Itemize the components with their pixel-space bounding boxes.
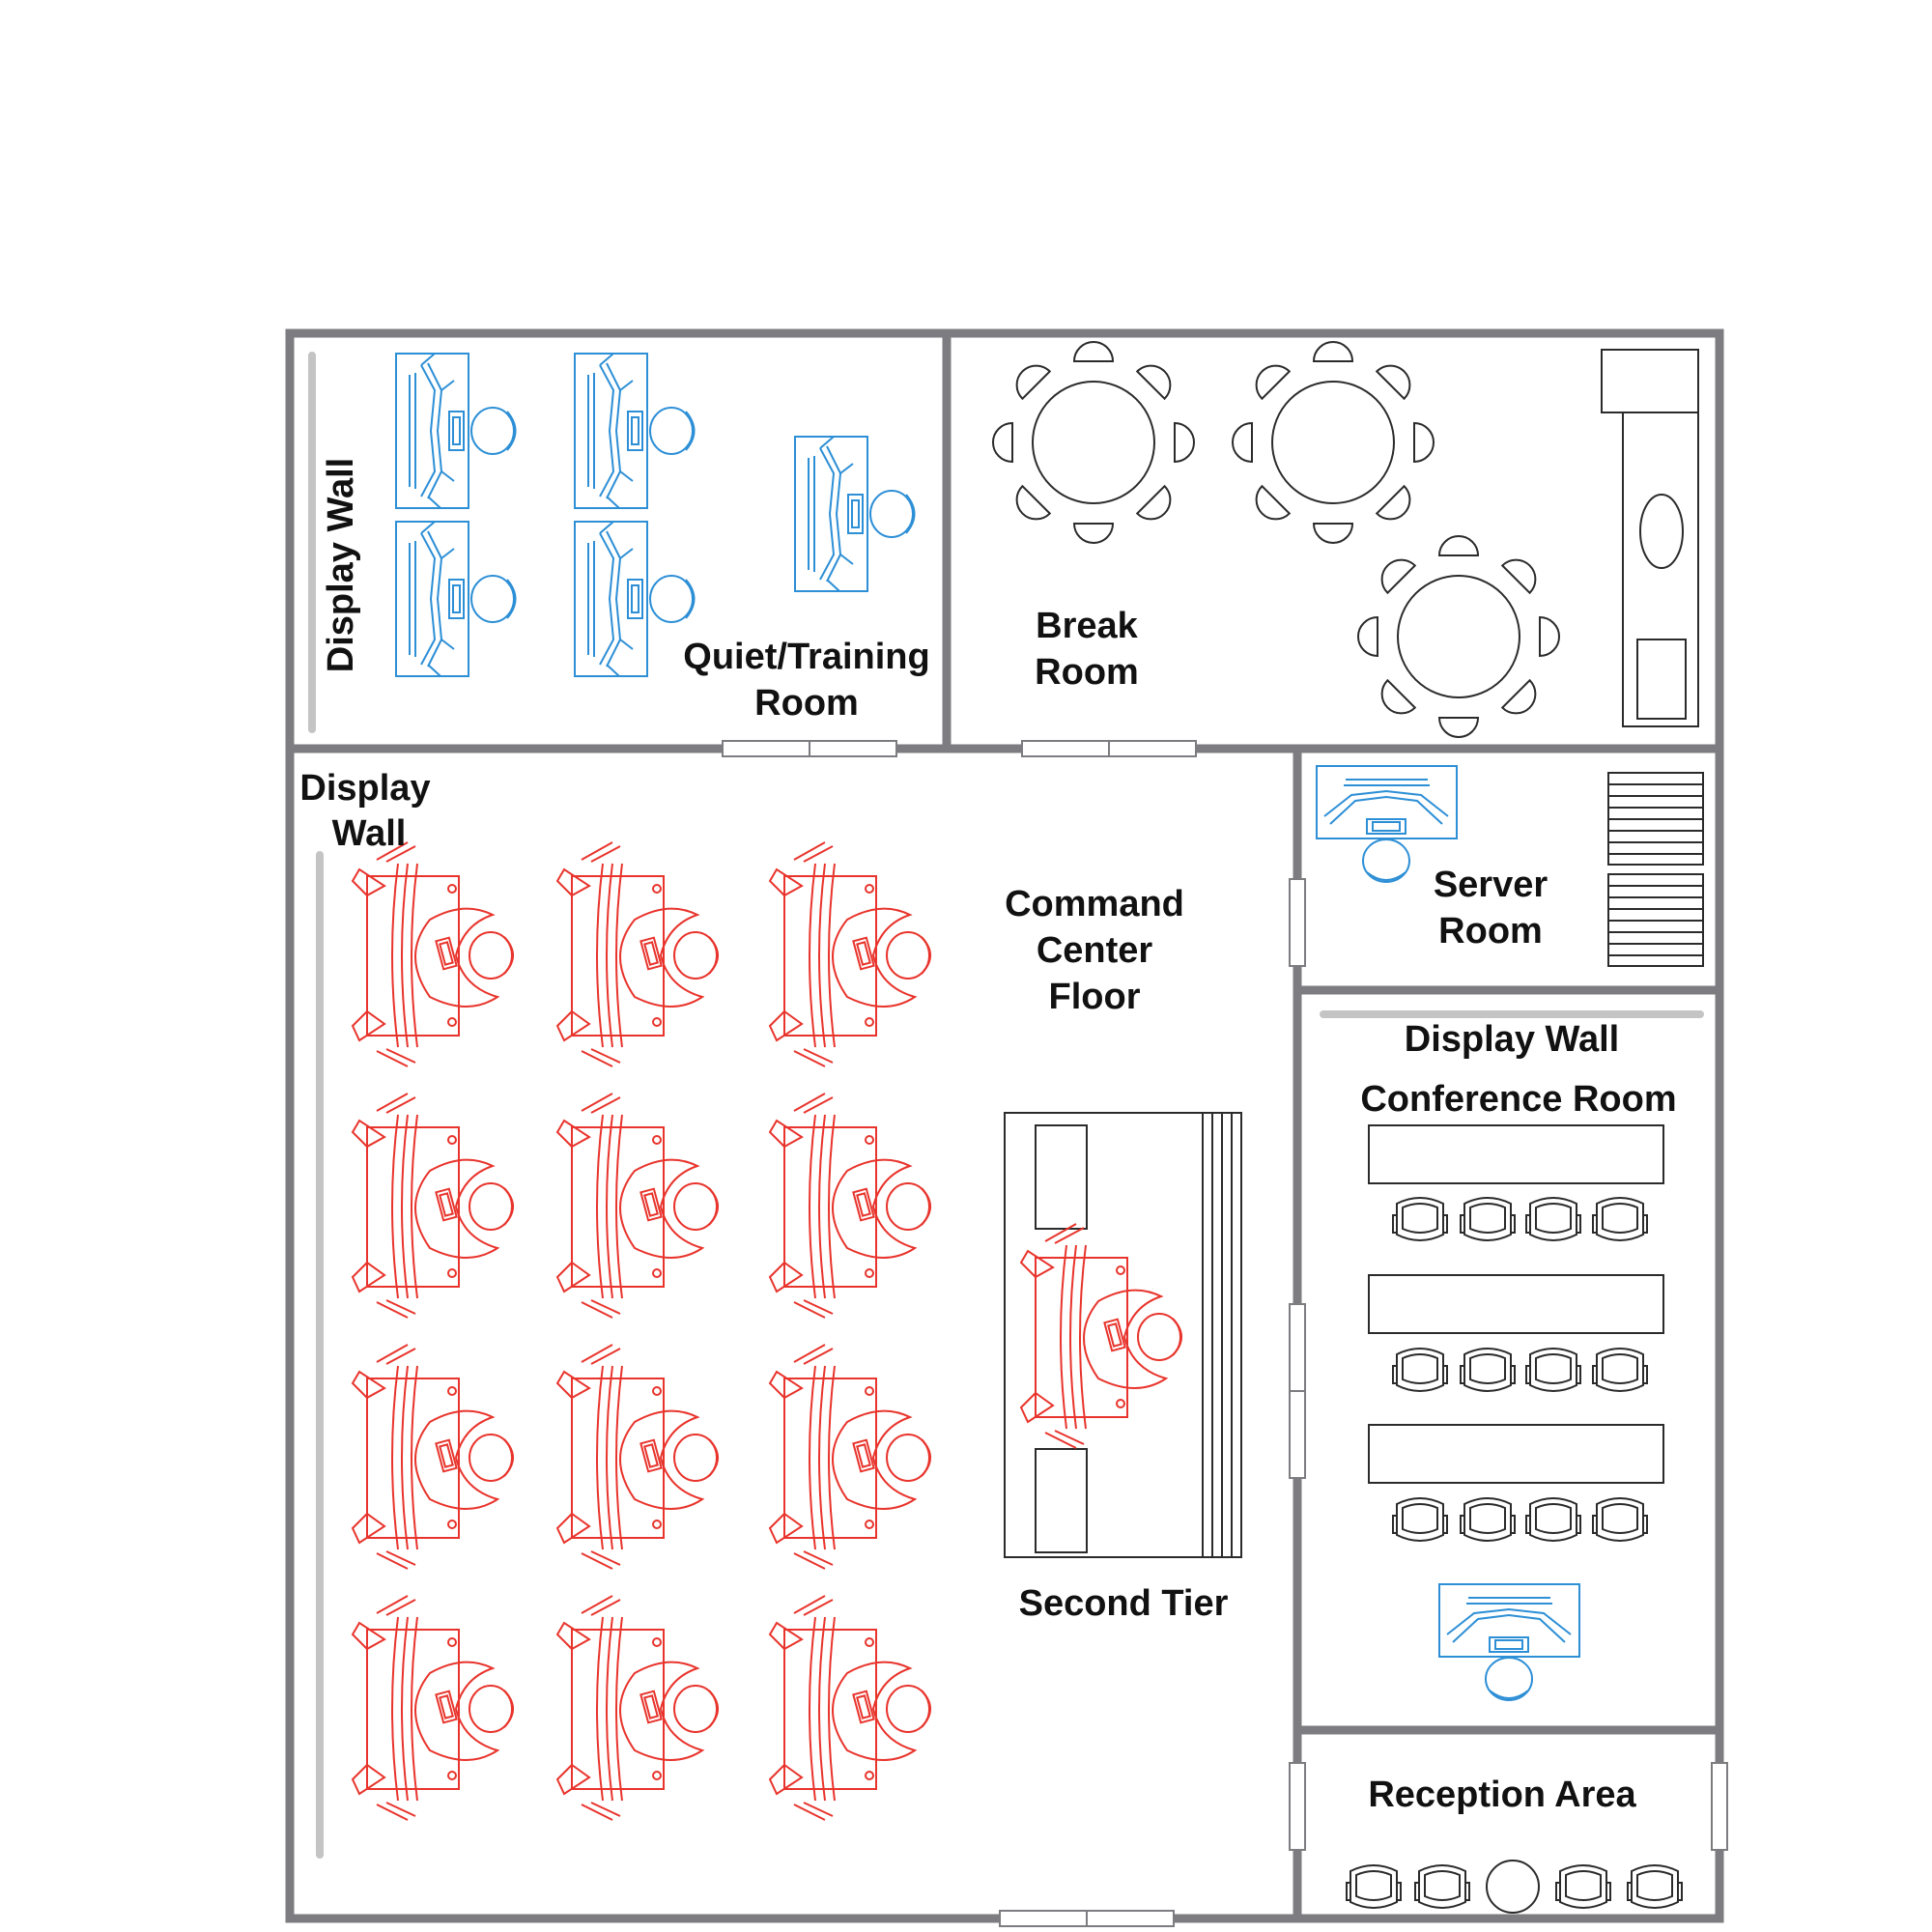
round-table (992, 341, 1195, 544)
command-center-label-line1: Command (1005, 884, 1184, 924)
chair (1525, 1197, 1581, 1241)
chair (1592, 1497, 1648, 1542)
room-labels: Display Wall Quiet/Training Room Break R… (299, 458, 1676, 1815)
chair (1460, 1348, 1516, 1392)
support-desk (395, 353, 517, 509)
operator-console (556, 1093, 719, 1319)
side-table (1486, 1860, 1540, 1914)
break-room-furniture (992, 341, 1699, 738)
supervisor-console (1020, 1223, 1182, 1449)
display-wall-command-label-line1: Display (299, 768, 430, 809)
chair (1525, 1497, 1581, 1542)
quiet-training-room-label-line1: Quiet/Training (683, 637, 929, 677)
chair (1460, 1197, 1516, 1241)
chair (1592, 1348, 1648, 1392)
door-training[interactable] (722, 740, 897, 757)
chair (1592, 1197, 1648, 1241)
conference-furniture (1368, 1124, 1664, 1701)
break-room-label-line2: Room (1035, 652, 1139, 693)
chair (1392, 1497, 1448, 1542)
server-rack (1607, 873, 1704, 967)
doors (722, 740, 1728, 1927)
operator-console (556, 1344, 719, 1570)
reception-area-label: Reception Area (1368, 1775, 1636, 1815)
chair (1414, 1864, 1470, 1909)
operator-console (352, 1344, 514, 1570)
chair (1627, 1864, 1683, 1909)
kitchen-counter (1601, 349, 1699, 727)
display-wall-conference-label: Display Wall (1405, 1019, 1619, 1060)
chair (1346, 1864, 1402, 1909)
operator-console (769, 1344, 931, 1570)
operator-workstations (352, 841, 931, 1821)
command-center-label-line2: Center (1037, 930, 1153, 971)
operator-console (769, 1595, 931, 1821)
chair (1460, 1497, 1516, 1542)
quiet-training-room-label-line2: Room (754, 683, 859, 724)
command-center-label-line3: Floor (1049, 977, 1141, 1017)
server-rack (1607, 772, 1704, 866)
door-conference-room[interactable] (1289, 1303, 1306, 1479)
server-room-label-line2: Room (1438, 911, 1543, 952)
break-room-label-line1: Break (1036, 606, 1138, 646)
sink (1639, 494, 1684, 569)
support-desk (574, 521, 696, 677)
training-workstations (395, 353, 916, 677)
server-room-equipment (1316, 765, 1704, 967)
support-desk (794, 436, 916, 592)
chair (1392, 1348, 1448, 1392)
door-break-room[interactable] (1021, 740, 1197, 757)
round-table (1357, 535, 1560, 738)
conference-table (1368, 1124, 1664, 1184)
second-tier-platform (1004, 1112, 1242, 1558)
chair (1555, 1864, 1611, 1909)
support-desk (1438, 1583, 1580, 1701)
second-tier-label: Second Tier (1019, 1583, 1229, 1624)
conference-room-label: Conference Room (1360, 1079, 1676, 1120)
operator-console (352, 1093, 514, 1319)
support-desk (395, 521, 517, 677)
server-room-label-line1: Server (1434, 865, 1548, 905)
display-wall-command-label-line2: Wall (332, 813, 407, 854)
operator-console (352, 1595, 514, 1821)
support-desk (574, 353, 696, 509)
door-reception[interactable] (1289, 1762, 1306, 1851)
reception-furniture (1346, 1860, 1683, 1914)
operator-console (352, 841, 514, 1067)
conference-table (1368, 1424, 1664, 1484)
round-table (1232, 341, 1435, 544)
appliance (1636, 639, 1687, 720)
display-wall-training-label: Display Wall (321, 458, 361, 672)
operator-console (556, 841, 719, 1067)
door-exterior-east[interactable] (1711, 1762, 1728, 1851)
door-main-entrance[interactable] (999, 1910, 1175, 1927)
operator-console (769, 841, 931, 1067)
conference-table (1368, 1274, 1664, 1334)
chair (1525, 1348, 1581, 1392)
door-server-room[interactable] (1289, 878, 1306, 967)
operator-console (556, 1595, 719, 1821)
operator-console (769, 1093, 931, 1319)
chair (1392, 1197, 1448, 1241)
